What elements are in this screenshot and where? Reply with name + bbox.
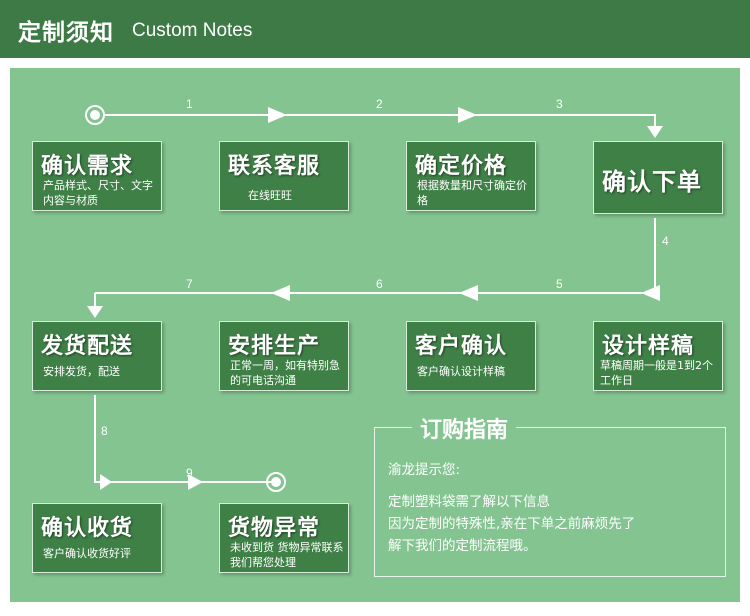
arrowhead-6-icon: [271, 285, 290, 301]
step-title: 确认收货: [41, 516, 134, 541]
end-circle-icon: [266, 472, 286, 492]
step-desc: 根据数量和尺寸确定价格: [417, 179, 527, 207]
guide-line: 渝龙提示您:: [388, 462, 461, 478]
arrow-label-2: 2: [376, 97, 383, 111]
step-title: 货物异常: [228, 516, 321, 541]
header-title-en: Custom Notes: [132, 20, 253, 41]
arrowhead-9-icon: [188, 474, 203, 490]
arrowhead-7-icon: [87, 306, 103, 318]
guide-line: 定制塑料袋需了解以下信息: [388, 494, 550, 510]
step-title: 确认下单: [602, 168, 702, 196]
step-desc: 在线旺旺: [248, 189, 292, 202]
step-desc: 安排发货，配送: [43, 365, 120, 378]
step-contact-service: 联系客服 在线旺旺: [219, 141, 349, 211]
arrowhead-2-icon: [458, 107, 477, 123]
start-circle-icon: [85, 105, 105, 125]
step-desc: 客户确认设计样稿: [417, 365, 505, 378]
arrow-8-line: [94, 395, 275, 483]
arrow-label-1: 1: [186, 97, 193, 111]
arrow-label-9: 9: [186, 466, 193, 480]
arrow-label-7: 7: [186, 277, 193, 291]
step-title: 发货配送: [41, 334, 134, 359]
step-desc: 客户确认收货好评: [43, 547, 131, 560]
step-title: 安排生产: [228, 334, 321, 359]
arrow-label-5: 5: [556, 277, 563, 291]
arrowhead-5-icon: [459, 285, 478, 301]
header-title-cn: 定制须知: [18, 20, 114, 46]
step-confirm-requirements: 确认需求 产品样式、尺寸、文字内容与材质: [32, 141, 162, 211]
step-customer-confirm: 客户确认 客户确认设计样稿: [406, 321, 536, 391]
arrow-label-4: 4: [662, 234, 669, 248]
order-guide-box: [374, 427, 726, 577]
order-guide-title: 订购指南: [412, 412, 517, 444]
step-ship: 发货配送 安排发货，配送: [32, 321, 162, 391]
step-title: 确定价格: [415, 154, 508, 179]
step-desc: 产品样式、尺寸、文字内容与材质: [43, 179, 153, 207]
arrowhead-8-icon: [100, 474, 112, 490]
step-confirm-receipt: 确认收货 客户确认收货好评: [32, 503, 162, 573]
step-goods-exception: 货物异常 未收到货 货物异常联系我们帮您处理: [219, 503, 349, 573]
arrow-label-8: 8: [101, 424, 108, 438]
arrowhead-1-icon: [268, 107, 287, 123]
arrow-label-3: 3: [556, 97, 563, 111]
step-production: 安排生产 正常一周，如有特别急的可电话沟通: [219, 321, 349, 391]
start-dot-icon: [90, 110, 100, 120]
step-confirm-price: 确定价格 根据数量和尺寸确定价格: [406, 141, 536, 211]
step-title: 客户确认: [415, 334, 508, 359]
step-title: 联系客服: [228, 154, 321, 179]
arrow-label-6: 6: [376, 277, 383, 291]
end-dot-icon: [271, 477, 281, 487]
step-title: 确认需求: [41, 154, 134, 179]
step-design-draft: 设计样稿 草稿周期一般是1到2个工作日: [593, 321, 723, 391]
guide-line: 因为定制的特殊性,亲在下单之前麻烦先了: [388, 516, 636, 532]
step-title: 设计样稿: [602, 334, 695, 359]
arrowhead-3-icon: [647, 126, 663, 138]
step-desc: 草稿周期一般是1到2个工作日: [600, 359, 713, 387]
guide-line: 解下我们的定制流程哦。: [388, 538, 537, 554]
header-bar: 定制须知 Custom Notes: [0, 0, 750, 58]
arrowhead-4-icon: [641, 285, 660, 301]
step-desc: 正常一周，如有特别急的可电话沟通: [230, 359, 340, 387]
step-place-order: 确认下单: [593, 141, 723, 214]
step-desc: 未收到货 货物异常联系我们帮您处理: [230, 541, 344, 569]
